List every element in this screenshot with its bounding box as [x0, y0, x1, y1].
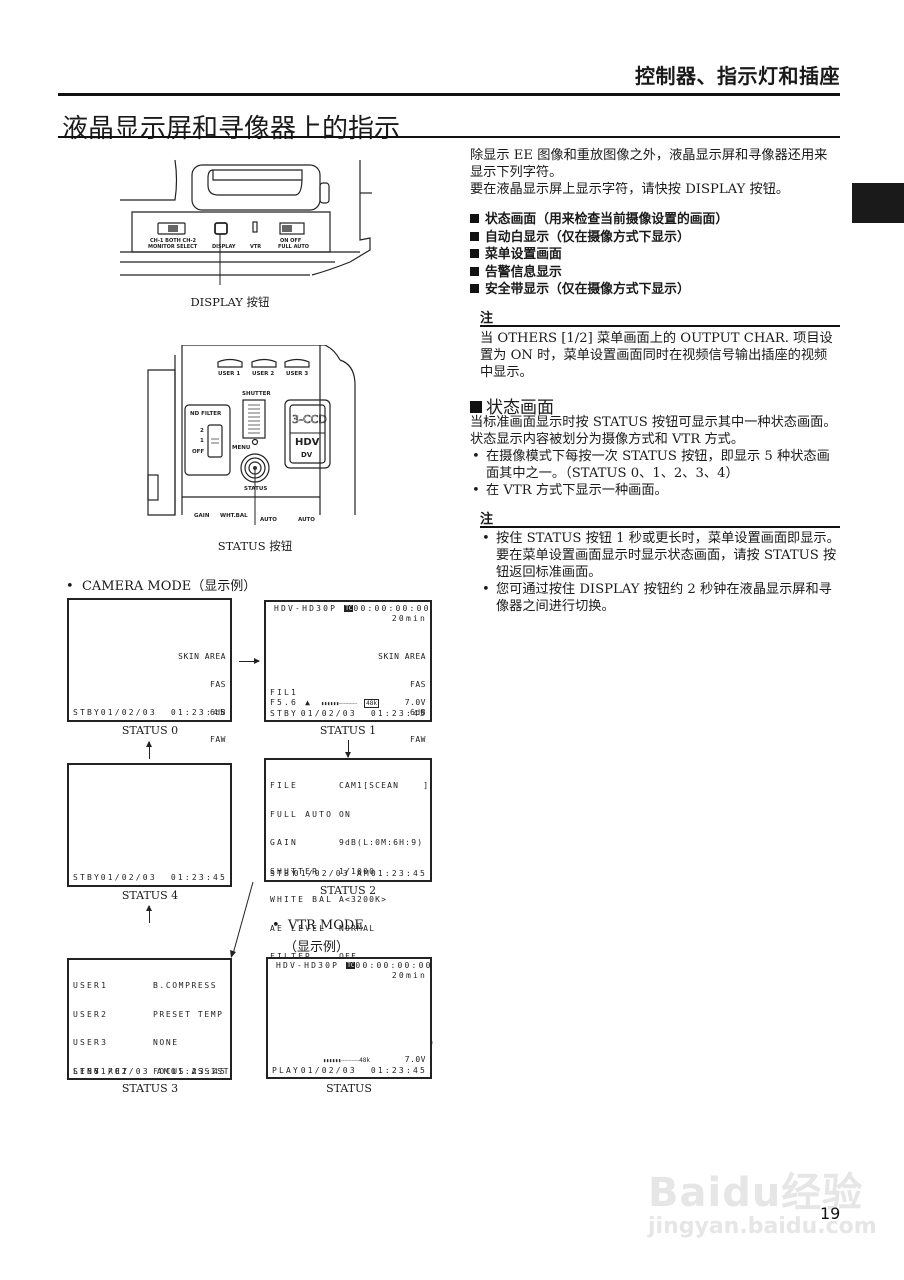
- svg-text:USER 1: USER 1: [218, 371, 240, 377]
- svg-text:MONITOR SELECT: MONITOR SELECT: [148, 244, 198, 250]
- svg-text:FULL AUTO: FULL AUTO: [278, 244, 309, 250]
- intro-line-1: 除显示 EE 图像和重放图像之外，液晶显示屏和寻像器还用来显示下列字符。: [470, 148, 828, 180]
- status-4-caption: STATUS 4: [121, 889, 179, 902]
- svg-text:USER 2: USER 2: [252, 371, 274, 377]
- svg-text:SHUTTER: SHUTTER: [242, 391, 271, 397]
- status-para-1: 当标准画面显示时按 STATUS 按钮可显示其中一种状态画面。: [470, 415, 837, 430]
- svg-text:GAIN: GAIN: [194, 513, 210, 519]
- square-bullet-icon: [470, 249, 479, 258]
- tc-badge: TC: [346, 962, 356, 969]
- arrow-up-icon: [146, 905, 152, 923]
- square-bullet-icon: [470, 266, 479, 276]
- svg-text:DV: DV: [301, 451, 313, 459]
- arrow-up-icon: [146, 741, 152, 759]
- svg-text:CH-1 BOTH CH-2: CH-1 BOTH CH-2: [150, 238, 196, 244]
- svg-text:DISPLAY: DISPLAY: [212, 244, 236, 250]
- display-type-item: 自动白显示（仅在摄像方式下显示）: [470, 229, 840, 247]
- square-bullet-icon: [470, 401, 482, 413]
- status-2-screen: FILE FULL AUTO GAIN SHUTTER WHITE BAL AE…: [264, 758, 434, 1047]
- status-3-values: B.COMPRESS PRESET TEMP NONE FOCUS ASSIST: [153, 981, 230, 1076]
- status-2-caption: STATUS 2: [319, 884, 377, 897]
- status-para-2: 状态显示内容被划分为摄像方式和 VTR 方式。: [470, 432, 745, 447]
- camera-top-panel-illustration: CH-1 BOTH CH-2 MONITOR SELECT DISPLAY VT…: [120, 159, 372, 285]
- arrow-diagonal-icon: [230, 881, 254, 958]
- svg-text:MENU: MENU: [232, 445, 250, 451]
- list-item: 在摄像模式下每按一次 STATUS 按钮，即显示 5 种状态画面其中之一。（ST…: [470, 448, 840, 482]
- square-bullet-icon: [470, 214, 479, 223]
- page-title: 液晶显示屏和寻像器上的指示: [62, 114, 401, 144]
- svg-text:ON OFF: ON OFF: [280, 238, 301, 244]
- svg-text:3-CCD: 3-CCD: [292, 413, 327, 426]
- camera-mode-label: • CAMERA MODE（显示例）: [66, 579, 257, 594]
- svg-text:1: 1: [200, 438, 204, 444]
- vtr-status-screen: HDV-HD30P TC00:00:00:00 20min ▮▮▮▮▮▮╌╌╌╌…: [266, 957, 432, 1079]
- status-1-caption: STATUS 1: [319, 724, 377, 737]
- display-type-item: 菜单设置画面: [470, 246, 840, 264]
- svg-text:ND FILTER: ND FILTER: [190, 411, 222, 417]
- svg-text:WHT.BAL: WHT.BAL: [220, 513, 248, 519]
- arrow-right-icon: [239, 658, 260, 664]
- camera-side-panel-illustration: USER 1 USER 2 USER 3 SHUTTER ND FILTER 2…: [147, 345, 356, 525]
- square-bullet-icon: [470, 231, 479, 241]
- note-rule: [480, 526, 840, 528]
- svg-text:USER 3: USER 3: [286, 371, 308, 377]
- note-rule: [480, 325, 840, 327]
- list-item: 在 VTR 方式下显示一种画面。: [470, 482, 840, 499]
- status-button-caption: STATUS 按钮: [217, 539, 293, 553]
- chapter-tab-marker: [852, 183, 904, 223]
- svg-text:OFF: OFF: [192, 449, 204, 455]
- intro-text: 除显示 EE 图像和重放图像之外，液晶显示屏和寻像器还用来显示下列字符。 要在液…: [470, 147, 840, 198]
- status-3-screen: USER1 USER2 USER3 LENS RET B.COMPRESS PR…: [67, 958, 232, 1080]
- audio-level-meter: ▮▮▮▮▮▮╌╌╌╌╌╌48k: [323, 1057, 370, 1064]
- status-section-body: 当标准画面显示时按 STATUS 按钮可显示其中一种状态画面。 状态显示内容被划…: [470, 414, 840, 499]
- note-heading: 注: [480, 512, 494, 527]
- arrow-down-icon: [345, 740, 351, 758]
- display-button-caption: DISPLAY 按钮: [190, 295, 270, 309]
- title-rule: [58, 136, 840, 138]
- section-header: 控制器、指示灯和插座: [635, 64, 840, 88]
- audio-level-meter: ▮▮▮▮▮▮╌╌╌╌╌╌ 48k: [321, 699, 379, 708]
- list-item: 您可通过按住 DISPLAY 按钮约 2 秒钟在液晶显示屏和寻像器之间进行切换。: [480, 581, 840, 615]
- note-heading: 注: [480, 311, 494, 326]
- svg-text:HDV: HDV: [295, 437, 320, 448]
- display-type-item: 告警信息显示: [470, 264, 840, 282]
- svg-text:VTR: VTR: [250, 244, 261, 250]
- baidu-watermark: Baidu经验 jingyan.baidu.com: [648, 1170, 877, 1239]
- status-4-screen: STBY 01/02/03 01:23:45: [67, 763, 232, 887]
- status-3-caption: STATUS 3: [121, 1082, 179, 1095]
- note2-body: 按住 STATUS 按钮 1 秒或更长时，菜单设置画面即显示。要在菜单设置画面显…: [480, 530, 840, 615]
- status-1-screen: HDV-HD30P TC00:00:00:00 20min SKIN AREA …: [264, 600, 432, 827]
- status-section-heading: 状态画面: [470, 393, 554, 418]
- status-bullets: 在摄像模式下每按一次 STATUS 按钮，即显示 5 种状态画面其中之一。（ST…: [470, 448, 840, 499]
- status-0-caption: STATUS 0: [121, 724, 179, 737]
- display-type-item: 状态画面（用来检查当前摄像设置的画面）: [470, 211, 840, 229]
- svg-text:AUTO: AUTO: [260, 517, 277, 523]
- status-3-labels: USER1 USER2 USER3 LENS RET: [73, 981, 130, 1076]
- vtr-mode-label: • VTR MODE: [272, 918, 364, 933]
- status-0-screen: SKIN AREA FAS 6dB FAW I SD B STBY 01/02/…: [67, 598, 232, 827]
- display-type-item: 安全带显示（仅在摄像方式下显示）: [470, 281, 840, 299]
- note-text: 当 OTHERS [1/2] 菜单画面上的 OUTPUT CHAR. 项目设置为…: [480, 331, 833, 380]
- display-types-list: 状态画面（用来检查当前摄像设置的画面） 自动白显示（仅在摄像方式下显示） 菜单设…: [470, 211, 840, 299]
- intro-line-2: 要在液晶显示屏上显示字符，请快按 DISPLAY 按钮。: [470, 182, 790, 197]
- header-rule: [58, 93, 840, 96]
- svg-text:STATUS: STATUS: [244, 486, 267, 492]
- square-bullet-icon: [470, 284, 479, 293]
- vtr-mode-sublabel: （显示例）: [284, 940, 350, 955]
- page-number: 19: [820, 1204, 841, 1223]
- list-item: 按住 STATUS 按钮 1 秒或更长时，菜单设置画面即显示。要在菜单设置画面显…: [480, 530, 840, 581]
- tc-badge: TC: [344, 605, 354, 612]
- vtr-status-caption: STATUS: [326, 1082, 372, 1095]
- svg-text:2: 2: [200, 428, 204, 434]
- svg-text:AUTO: AUTO: [298, 517, 315, 523]
